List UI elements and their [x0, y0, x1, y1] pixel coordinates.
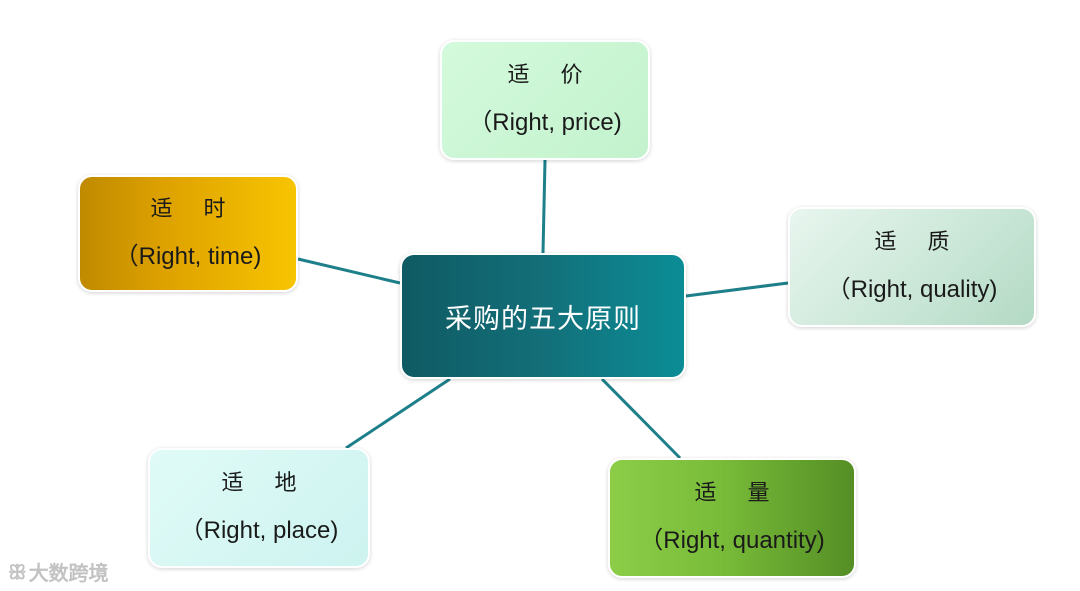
connector-place: [345, 377, 451, 450]
connector-price: [541, 159, 547, 254]
center-node: 采购的五大原则: [400, 253, 686, 379]
logo-icon: ꕥ: [8, 559, 27, 584]
node-right-quality: 适 质 （Right, quality): [788, 207, 1036, 327]
node-right-time-zh: 适 时: [150, 196, 238, 222]
watermark-text: 大数跨境: [28, 561, 109, 585]
node-right-quality-en: （Right, quality): [826, 276, 998, 303]
node-right-quantity: 适 量 （Right, quantity): [608, 458, 856, 578]
node-right-place-zh: 适 地: [221, 471, 309, 496]
node-right-quantity-en: （Right, quantity): [639, 527, 825, 554]
node-right-time-en: （Right, time): [114, 242, 262, 270]
node-right-place-en: （Right, place): [179, 517, 339, 544]
node-right-place: 适 地 （Right, place): [148, 448, 370, 568]
watermark: ꕥ 大数跨境: [8, 557, 109, 586]
node-right-price: 适 价 （Right, price): [440, 40, 650, 160]
connector-time: [297, 257, 401, 285]
node-right-quality-zh: 适 质: [874, 230, 962, 255]
connector-quantity: [600, 377, 682, 460]
connector-quality: [685, 281, 789, 298]
node-right-time: 适 时 （Right, time): [78, 175, 298, 292]
node-right-quantity-zh: 适 量: [694, 481, 782, 506]
node-right-price-en: （Right, price): [468, 109, 622, 136]
node-right-price-zh: 适 价: [507, 63, 595, 88]
center-title: 采购的五大原则: [445, 303, 641, 335]
